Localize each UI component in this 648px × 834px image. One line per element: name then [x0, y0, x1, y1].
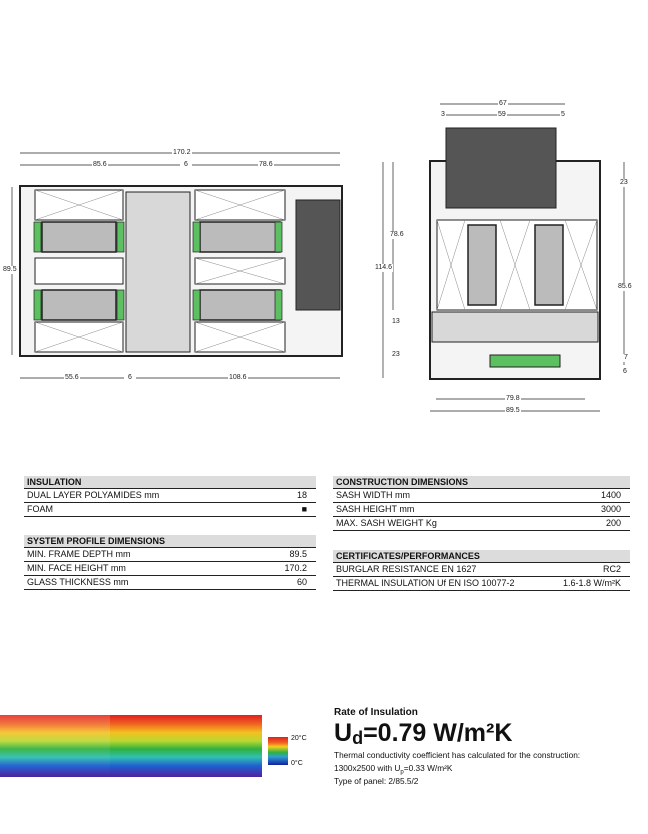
- table-title: CONSTRUCTION DIMENSIONS: [333, 476, 630, 489]
- dim-gap-top: 6: [183, 161, 189, 169]
- dim-left-width: 85.6: [92, 161, 108, 169]
- table-title: CERTIFICATES/PERFORMANCES: [333, 550, 630, 563]
- dim-gap-bottom: 6: [127, 374, 133, 382]
- table-row: FOAM■: [24, 503, 316, 517]
- dim-right-width: 78.6: [258, 161, 274, 169]
- rate-title: Rate of Insulation: [334, 707, 418, 718]
- temperature-legend-bar: [268, 737, 288, 765]
- ud-value: Ud=0.79 W/m²K: [334, 719, 513, 748]
- profile-drawings: [11, 103, 625, 412]
- dim-bottom-left: 55.6: [64, 374, 80, 382]
- legend-low-label: 0°C: [291, 760, 303, 767]
- dim-right-23: 23: [619, 179, 629, 187]
- dim-left-13: 13: [391, 318, 401, 326]
- dim-top-total: 67: [498, 100, 508, 108]
- dim-right-6: 6: [622, 368, 628, 376]
- table-title: INSULATION: [24, 476, 316, 489]
- dim-height: 89.5: [2, 266, 18, 274]
- dim-bottom-total: 89.5: [505, 407, 521, 415]
- dim-left-upper: 78.6: [389, 231, 405, 239]
- legend-high-label: 20°C: [291, 735, 307, 742]
- dim-left-23: 23: [391, 351, 401, 359]
- dim-bottom-inner: 79.8: [505, 395, 521, 403]
- description-line-1: Thermal conductivity coefficient has cal…: [334, 750, 581, 760]
- left-section-drawing: [11, 152, 343, 379]
- dim-top-mid: 59: [497, 111, 507, 119]
- dim-left-total: 114.6: [374, 264, 393, 272]
- dim-right-7: 7: [623, 354, 629, 362]
- description-line-2: 1300x2500 with Up=0.33 W/m²K: [334, 763, 453, 776]
- thermal-simulation-image: [0, 715, 262, 777]
- system-profile-table: SYSTEM PROFILE DIMENSIONS MIN. FRAME DEP…: [24, 535, 316, 590]
- table-title: SYSTEM PROFILE DIMENSIONS: [24, 535, 316, 548]
- dim-bottom-right: 108.6: [228, 374, 248, 382]
- dim-top-right: 5: [560, 111, 566, 119]
- description-line-3: Type of panel: 2/85.5/2: [334, 776, 419, 786]
- dim-total-width: 170.2: [172, 149, 192, 157]
- dim-top-left: 3: [440, 111, 446, 119]
- dim-right-85-6: 85.6: [617, 283, 633, 291]
- right-section-drawing: [382, 103, 625, 412]
- certificates-table: CERTIFICATES/PERFORMANCES BURGLAR RESIST…: [333, 550, 630, 591]
